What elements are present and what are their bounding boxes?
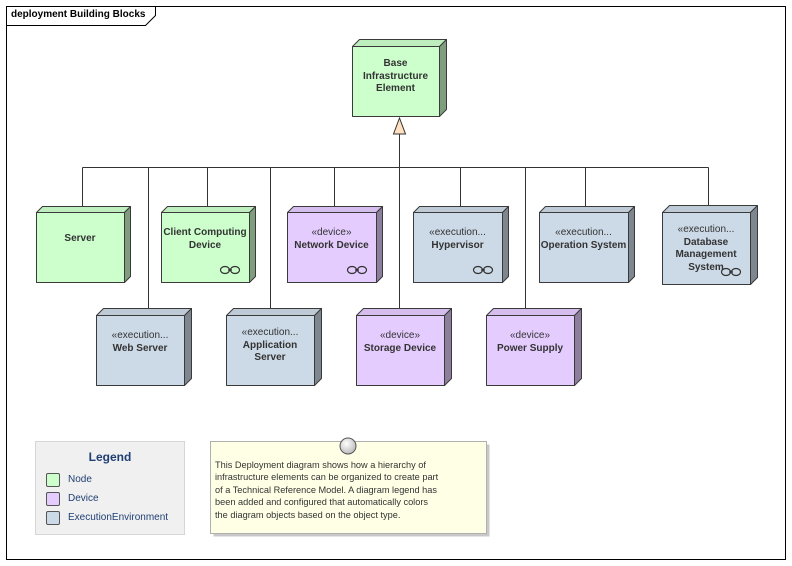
legend-swatch-node: [46, 473, 60, 487]
note-line: infrastructure elements can be organized…: [215, 472, 439, 483]
node-name-line: Management: [675, 249, 737, 260]
node-box-shape: [486, 308, 582, 386]
chain-link-icon: [219, 265, 241, 275]
note-shape: [210, 441, 490, 537]
node-name-line: Application: [242, 339, 298, 351]
node-power-supply[interactable]: «device»Power Supply: [486, 308, 582, 386]
note-line: the diagram objects based on the object …: [215, 509, 401, 520]
node-name-line: Server: [254, 352, 286, 363]
node-box-shape: [352, 39, 447, 117]
legend-label: Node: [68, 474, 92, 485]
node-box-shape: [356, 308, 452, 386]
node-box-shape: [287, 206, 383, 283]
diagram-title: deployment Building Blocks: [11, 9, 146, 20]
legend-label: ExecutionEnvironment: [68, 512, 169, 523]
node-name-line: Network Device: [294, 239, 369, 251]
diagram-frame: [6, 6, 786, 560]
node-name-line: System: [688, 261, 724, 273]
node-name-line: Server: [64, 233, 96, 244]
node-box-shape: [36, 206, 131, 283]
node-server[interactable]: Server: [36, 206, 131, 283]
node-stereotype: «execution...: [555, 227, 612, 238]
chain-link-icon: [720, 267, 742, 277]
node-stereotype: «execution...: [429, 227, 486, 238]
node-name-line: Hypervisor: [431, 239, 484, 251]
note-line: of a Technical Reference Model. A diagra…: [215, 484, 437, 495]
chain-link-icon: [472, 265, 494, 275]
node-name-line: Database: [683, 236, 729, 248]
node-web-server[interactable]: «execution...Web Server: [96, 308, 192, 386]
node-box-shape: [226, 308, 322, 386]
note-text: This Deployment diagram shows how a hier…: [215, 459, 481, 521]
legend-title: Legend: [88, 450, 132, 464]
node-stereotype: «execution...: [111, 330, 169, 341]
node-box-shape: [662, 205, 758, 285]
node-operation-system[interactable]: «execution...Operation System: [539, 206, 635, 283]
node-name-line: Power Supply: [496, 342, 564, 354]
note-line: This Deployment diagram shows how a hier…: [215, 460, 426, 470]
node-name-line: Infrastructure: [362, 70, 428, 82]
note-line: been added and configured that automatic…: [215, 497, 428, 508]
node-network-device[interactable]: «device»Network Device: [287, 206, 383, 283]
chain-link-icon: [346, 265, 368, 275]
generalization-arrowhead: [392, 116, 407, 135]
node-name-line: Base: [383, 58, 408, 69]
node-stereotype: «device»: [311, 227, 352, 238]
node-box-shape: [539, 206, 635, 283]
node-stereotype: «execution...: [677, 224, 735, 235]
node-name-line: Operation System: [540, 239, 627, 251]
legend-swatch-execution-environment: [46, 511, 60, 525]
diagram-legend[interactable]: Legend Node Device ExecutionEnvironment: [35, 441, 185, 535]
node-name-line: Client Computing: [163, 227, 247, 238]
node-stereotype: «device»: [379, 330, 421, 341]
node-hypervisor[interactable]: «execution...Hypervisor: [413, 206, 509, 283]
node-stereotype: «device»: [509, 330, 551, 341]
node-name-line: Element: [376, 83, 415, 94]
node-box-shape: [96, 308, 192, 386]
node-storage-device[interactable]: «device»Storage Device: [356, 308, 452, 386]
diagram-note[interactable]: This Deployment diagram shows how a hier…: [210, 437, 490, 537]
legend-label: Device: [68, 493, 99, 504]
node-name-line: Storage Device: [363, 342, 437, 354]
pin-icon: [339, 437, 357, 455]
node-box-shape: [161, 206, 256, 283]
legend-swatch-device: [46, 492, 60, 506]
node-name-line: Device: [188, 239, 222, 251]
node-stereotype: «execution...: [241, 327, 299, 338]
node-box-shape: [413, 206, 509, 283]
diagram-title-tab: [6, 6, 156, 26]
node-name-line: Web Server: [112, 342, 168, 354]
